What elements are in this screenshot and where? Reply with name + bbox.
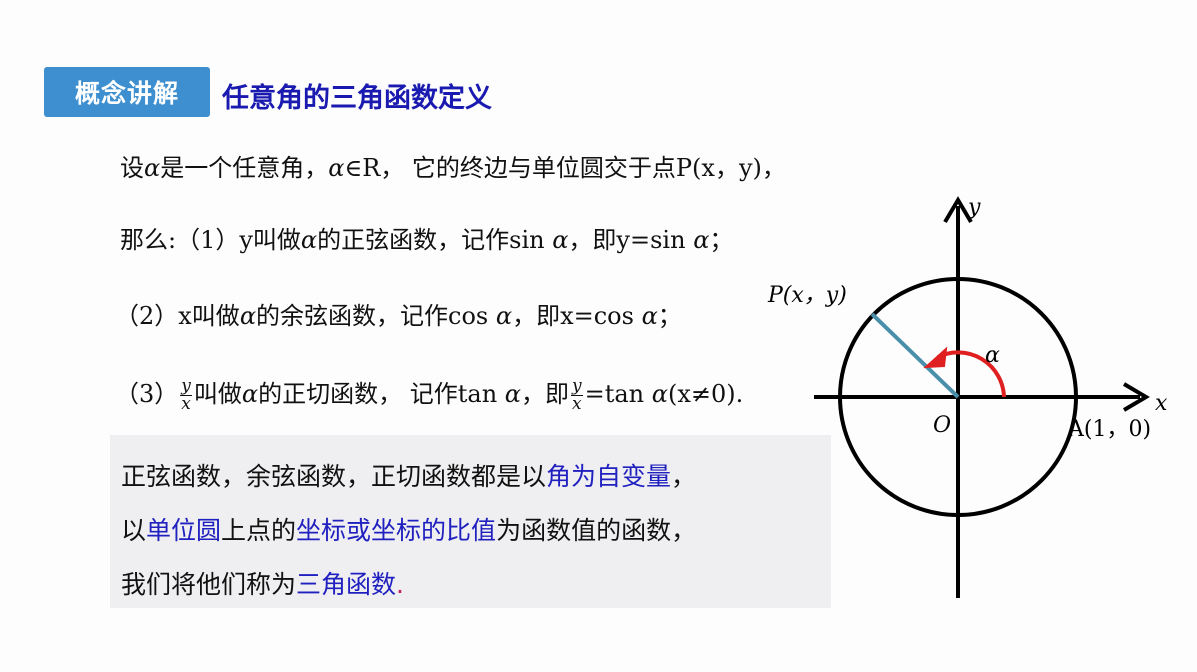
point-a-label: A(1，0) xyxy=(1067,417,1151,442)
x-axis-arrow xyxy=(1122,382,1150,412)
terminal-side xyxy=(870,312,960,399)
y-axis-label: y xyxy=(967,195,981,220)
summary-line-1: 正弦函数，余弦函数，正切函数都是以角为自变量， xyxy=(121,462,697,491)
summary-line-2: 以单位圆上点的坐标或坐标的比值为函数值的函数， xyxy=(121,516,697,545)
point-p-label: P(x，y) xyxy=(767,283,847,308)
origin-label: O xyxy=(933,413,951,438)
y-axis-arrow xyxy=(943,196,973,224)
definition-intro: 设α是一个任意角，α∈R， 它的终边与单位圆交于点P(x，y)， xyxy=(120,154,786,182)
x-axis-label: x xyxy=(1155,391,1168,416)
concept-badge: 概念讲解 xyxy=(44,67,210,117)
cosine-definition: （2）x叫做α的余弦函数，记作cos α，即x=cos α； xyxy=(115,302,682,330)
angle-arrowhead xyxy=(923,346,948,369)
sine-definition: 那么:（1）y叫做α的正弦函数，记作sin α，即y=sin α； xyxy=(120,226,734,254)
angle-alpha-label: α xyxy=(985,343,1000,368)
summary-line-3: 我们将他们称为三角函数. xyxy=(121,570,404,599)
summary-box: 正弦函数，余弦函数，正切函数都是以角为自变量， 以单位圆上点的坐标或坐标的比值为… xyxy=(110,435,831,608)
page-title: 任意角的三角函数定义 xyxy=(222,83,492,114)
angle-arc xyxy=(937,350,1006,398)
